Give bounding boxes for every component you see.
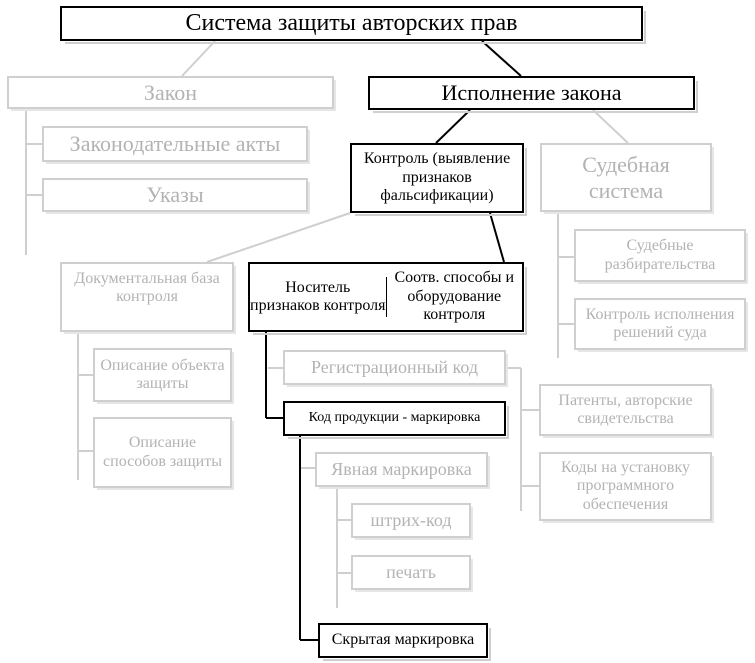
explicit-marking-node: Явная маркировка	[315, 452, 490, 489]
product-code-node: Код продукции - маркировка	[283, 401, 509, 439]
protection-methods-desc-node: Описание способов защиты	[93, 417, 234, 490]
control-node: Контроль (выявление признаков фальсифика…	[350, 143, 527, 216]
methods-equipment-cell: Соотв. способы и оборудование контроля	[394, 269, 515, 324]
protected-object-desc-node: Описание объекта защиты	[93, 348, 234, 404]
carrier-methods-node: Носитель признаков контроля Соотв. спосо…	[248, 262, 527, 335]
doc-base-node: Документальная база контроля	[60, 262, 236, 334]
stamp-node: печать	[351, 555, 473, 592]
software-codes-node: Коды на установку программного обеспечен…	[539, 452, 714, 523]
decrees-node: Указы	[42, 178, 310, 214]
court-decision-control-node: Контроль исполнения решений суда	[574, 298, 748, 352]
enforcement-node: Исполнение закона	[368, 76, 698, 113]
patents-node: Патенты, авторские свидетельства	[539, 384, 714, 438]
registration-code-node: Регистрационный код	[283, 350, 508, 387]
court-proceedings-node: Судебные разбирательства	[574, 229, 748, 284]
hidden-marking-node: Скрытая маркировка	[318, 623, 491, 661]
judicial-system-node: Судебная система	[540, 143, 714, 214]
barcode-node: штрих-код	[351, 503, 473, 540]
carrier-cell: Носитель признаков контроля	[250, 278, 386, 314]
law-node: Закон	[7, 76, 336, 111]
legislative-acts-node: Законодательные акты	[42, 126, 310, 164]
carrier-methods-divider	[385, 277, 387, 317]
root-node: Система защиты авторских прав	[60, 6, 646, 44]
